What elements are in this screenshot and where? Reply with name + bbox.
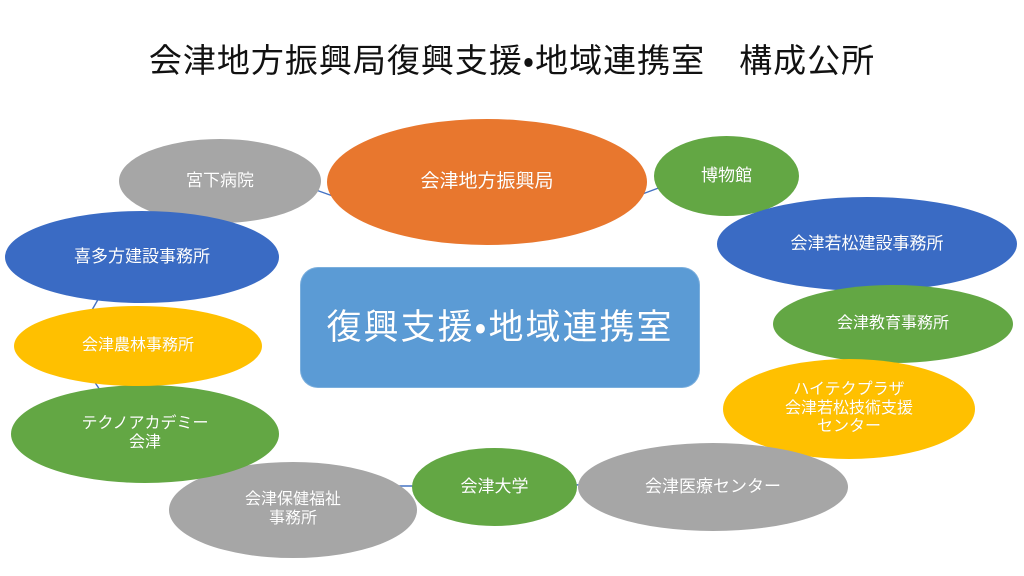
node-label-aizuwakamatsu-construction: 会津若松建設事務所: [790, 233, 944, 253]
node-label-techno-academy-aizu: テクノアカデミー 会津: [81, 415, 209, 451]
node-label-aizu-health-welfare: 会津保健福祉 事務所: [244, 491, 341, 527]
page-title: 会津地方振興局復興支援・地域連携室 構成公所: [148, 42, 876, 79]
node-label-aizu-medical-center: 会津医療センター: [645, 476, 781, 496]
node-aizu-university[interactable]: 会津大学: [412, 448, 577, 526]
node-label-aizu-education-office: 会津教育事務所: [836, 314, 949, 332]
node-label-hitech-plaza: ハイテクプラザ 会津若松技術支援 センター: [784, 380, 913, 436]
node-miyashita-hospital[interactable]: 宮下病院: [119, 139, 321, 223]
node-techno-academy-aizu[interactable]: テクノアカデミー 会津: [11, 385, 279, 483]
node-label-kitakata-construction: 喜多方建設事務所: [74, 246, 210, 266]
node-aizu-agriculture-forestry[interactable]: 会津農林事務所: [14, 306, 262, 386]
node-label-aizu-university: 会津大学: [460, 476, 529, 496]
center-node-label: 復興支援・地域連携室: [326, 307, 674, 347]
node-museum[interactable]: 博物館: [654, 136, 799, 216]
node-aizuwakamatsu-construction[interactable]: 会津若松建設事務所: [717, 197, 1017, 291]
node-label-miyashita-hospital: 宮下病院: [186, 170, 254, 190]
node-kitakata-construction[interactable]: 喜多方建設事務所: [5, 211, 279, 303]
node-aizu-education-office[interactable]: 会津教育事務所: [773, 285, 1013, 363]
node-aizu-medical-center[interactable]: 会津医療センター: [578, 443, 848, 531]
node-label-aizu-regional-bureau: 会津地方振興局: [420, 170, 554, 192]
node-label-aizu-agriculture-forestry: 会津農林事務所: [81, 336, 194, 354]
node-aizu-health-welfare[interactable]: 会津保健福祉 事務所: [169, 462, 417, 558]
node-aizu-regional-bureau[interactable]: 会津地方振興局: [327, 119, 647, 245]
node-hitech-plaza[interactable]: ハイテクプラザ 会津若松技術支援 センター: [723, 359, 975, 459]
node-label-museum: 博物館: [701, 165, 752, 185]
center-node-recovery-support-office[interactable]: 復興支援・地域連携室: [300, 267, 700, 388]
